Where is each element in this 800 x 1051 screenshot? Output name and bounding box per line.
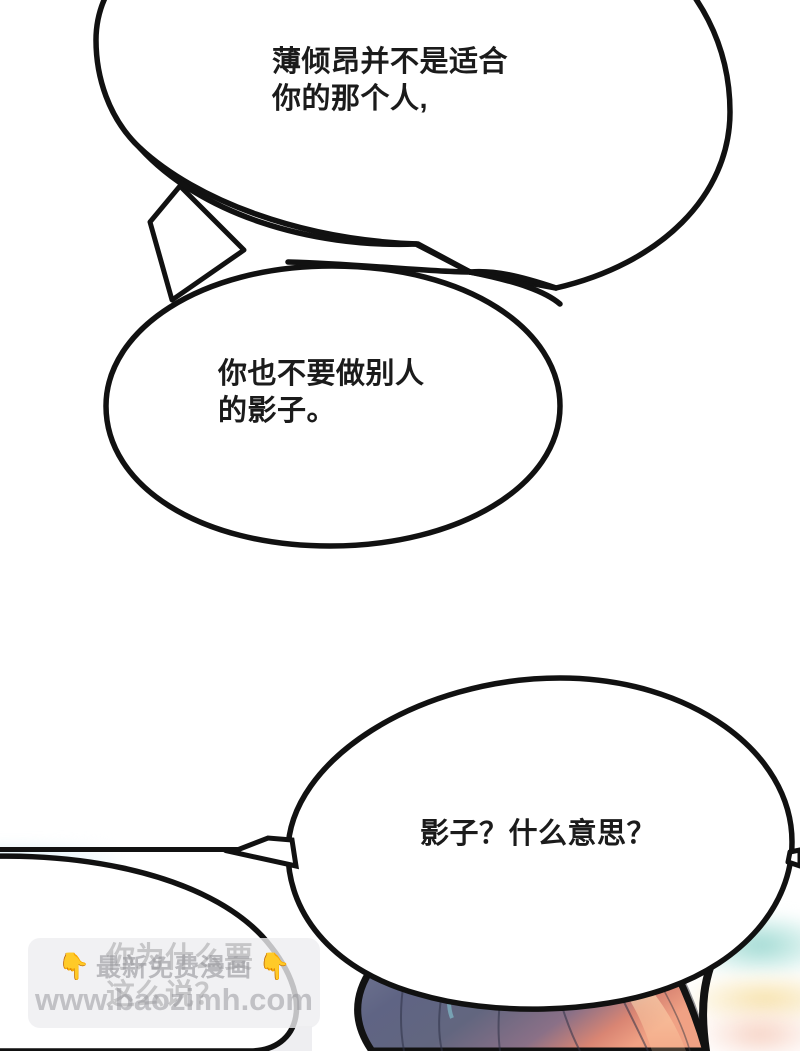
watermark-top-row: 👇 最新免费漫画 👇	[28, 944, 320, 988]
pointing-down-hand-icon-left: 👇	[57, 951, 90, 981]
site-watermark: 👇 最新免费漫画 👇 www.baozimh.com	[28, 938, 320, 1028]
bubble-2-text: 你也不要做别人 的影子。	[218, 358, 425, 427]
watermark-url-text: www.baozimh.com	[35, 982, 313, 1017]
bubble-1-text: 薄倾昂并不是适合 你的那个人,	[272, 46, 509, 115]
panel-divider	[0, 847, 300, 852]
background-wash-peach-right	[700, 1010, 800, 1051]
pointing-down-hand-icon-right: 👇	[258, 951, 291, 981]
watermark-cn-text: 最新免费漫画	[95, 954, 252, 982]
bubble-3-text: 影子？什么意思？	[420, 818, 657, 850]
